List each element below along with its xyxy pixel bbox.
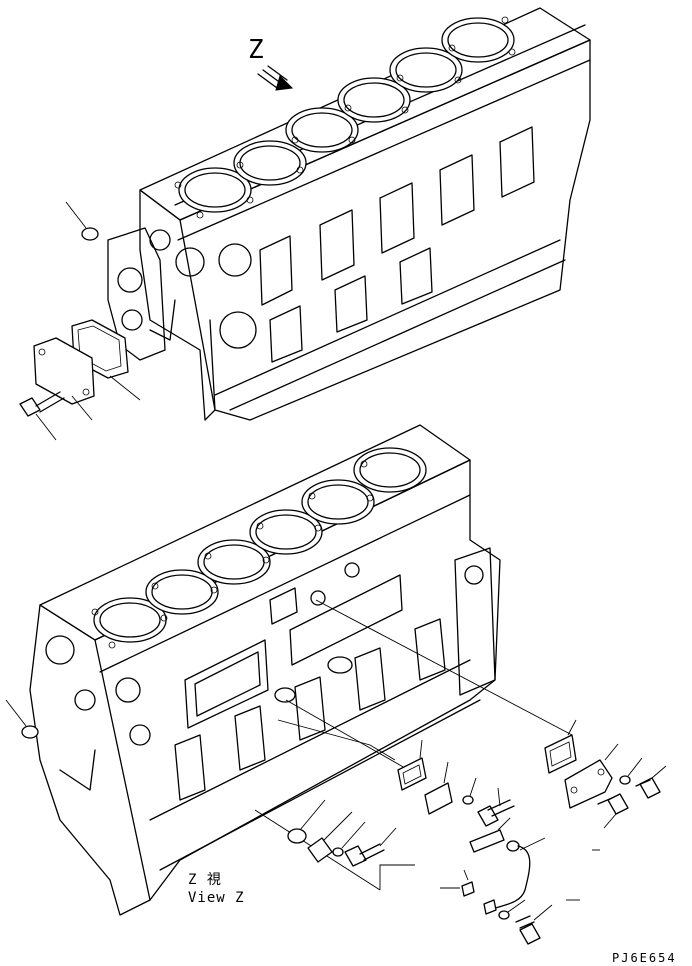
bottom-fastener-group [498, 899, 553, 945]
o-ring [287, 828, 307, 844]
bolt-right [639, 777, 661, 799]
lower-flange-group [287, 799, 397, 867]
cylinder-bores-bottom [93, 447, 427, 643]
plug-bottom [5, 699, 39, 739]
bolt-middle [477, 805, 499, 827]
connector [461, 881, 475, 897]
middle-gasket [397, 757, 427, 791]
view-caption-en: View Z [188, 890, 245, 906]
washer-right [619, 775, 631, 785]
side-cover-gasket [544, 734, 577, 774]
view-caption: Z 視 View Z [188, 872, 245, 906]
drawing-code: PJ6E654 [612, 951, 677, 965]
engine-block-bottom [29, 424, 501, 916]
bolt-lower [344, 845, 367, 867]
sensor-body [469, 829, 505, 853]
view-marker-label: Z [248, 35, 264, 65]
bolt-lower-right [607, 793, 629, 815]
side-cover-group [544, 719, 667, 829]
washer-middle [462, 795, 474, 805]
side-cover-plate [564, 759, 613, 809]
cover-plate [33, 337, 95, 421]
top-block-parts [19, 201, 141, 441]
plug-top [65, 201, 99, 241]
flange [307, 837, 333, 863]
middle-cover-group [397, 739, 515, 827]
washer-lower [332, 847, 344, 857]
cylinder-bores-top [178, 17, 515, 213]
engine-block-top [107, 7, 591, 421]
washer-bottom [498, 910, 510, 920]
sensor-group [440, 817, 600, 915]
view-caption-jp: Z 視 [188, 872, 222, 888]
view-direction-arrow: Z [248, 35, 294, 91]
bolt-top [19, 391, 65, 441]
middle-cover [424, 782, 453, 815]
bolt-bottom [519, 923, 541, 945]
connector-end [483, 899, 497, 915]
assembly-leader-lines [254, 599, 573, 891]
